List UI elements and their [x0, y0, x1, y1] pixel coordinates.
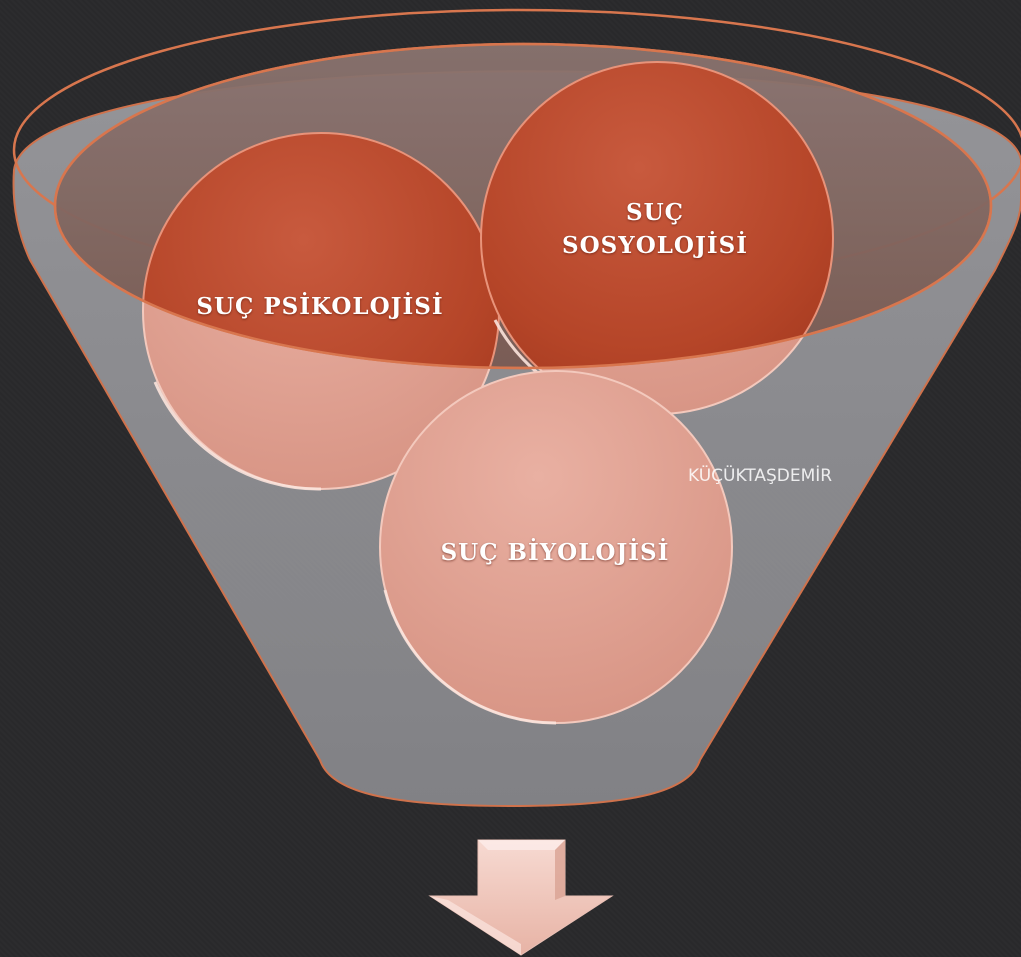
label-suc-biyolojisi: SUÇ BİYOLOJİSİ: [440, 539, 670, 566]
label-suc-sosyolojisi-line2: SOSYOLOJİSİ: [562, 232, 748, 259]
label-suc-psikolojisi: SUÇ PSİKOLOJİSİ: [196, 293, 444, 320]
label-suc-sosyolojisi-line1: SUÇ: [626, 199, 684, 226]
down-arrow-icon: [428, 839, 614, 956]
watermark-text: KÜÇÜKTAŞDEMİR: [688, 466, 833, 486]
label-suc-sosyolojisi: SUÇ SOSYOLOJİSİ: [485, 196, 825, 262]
